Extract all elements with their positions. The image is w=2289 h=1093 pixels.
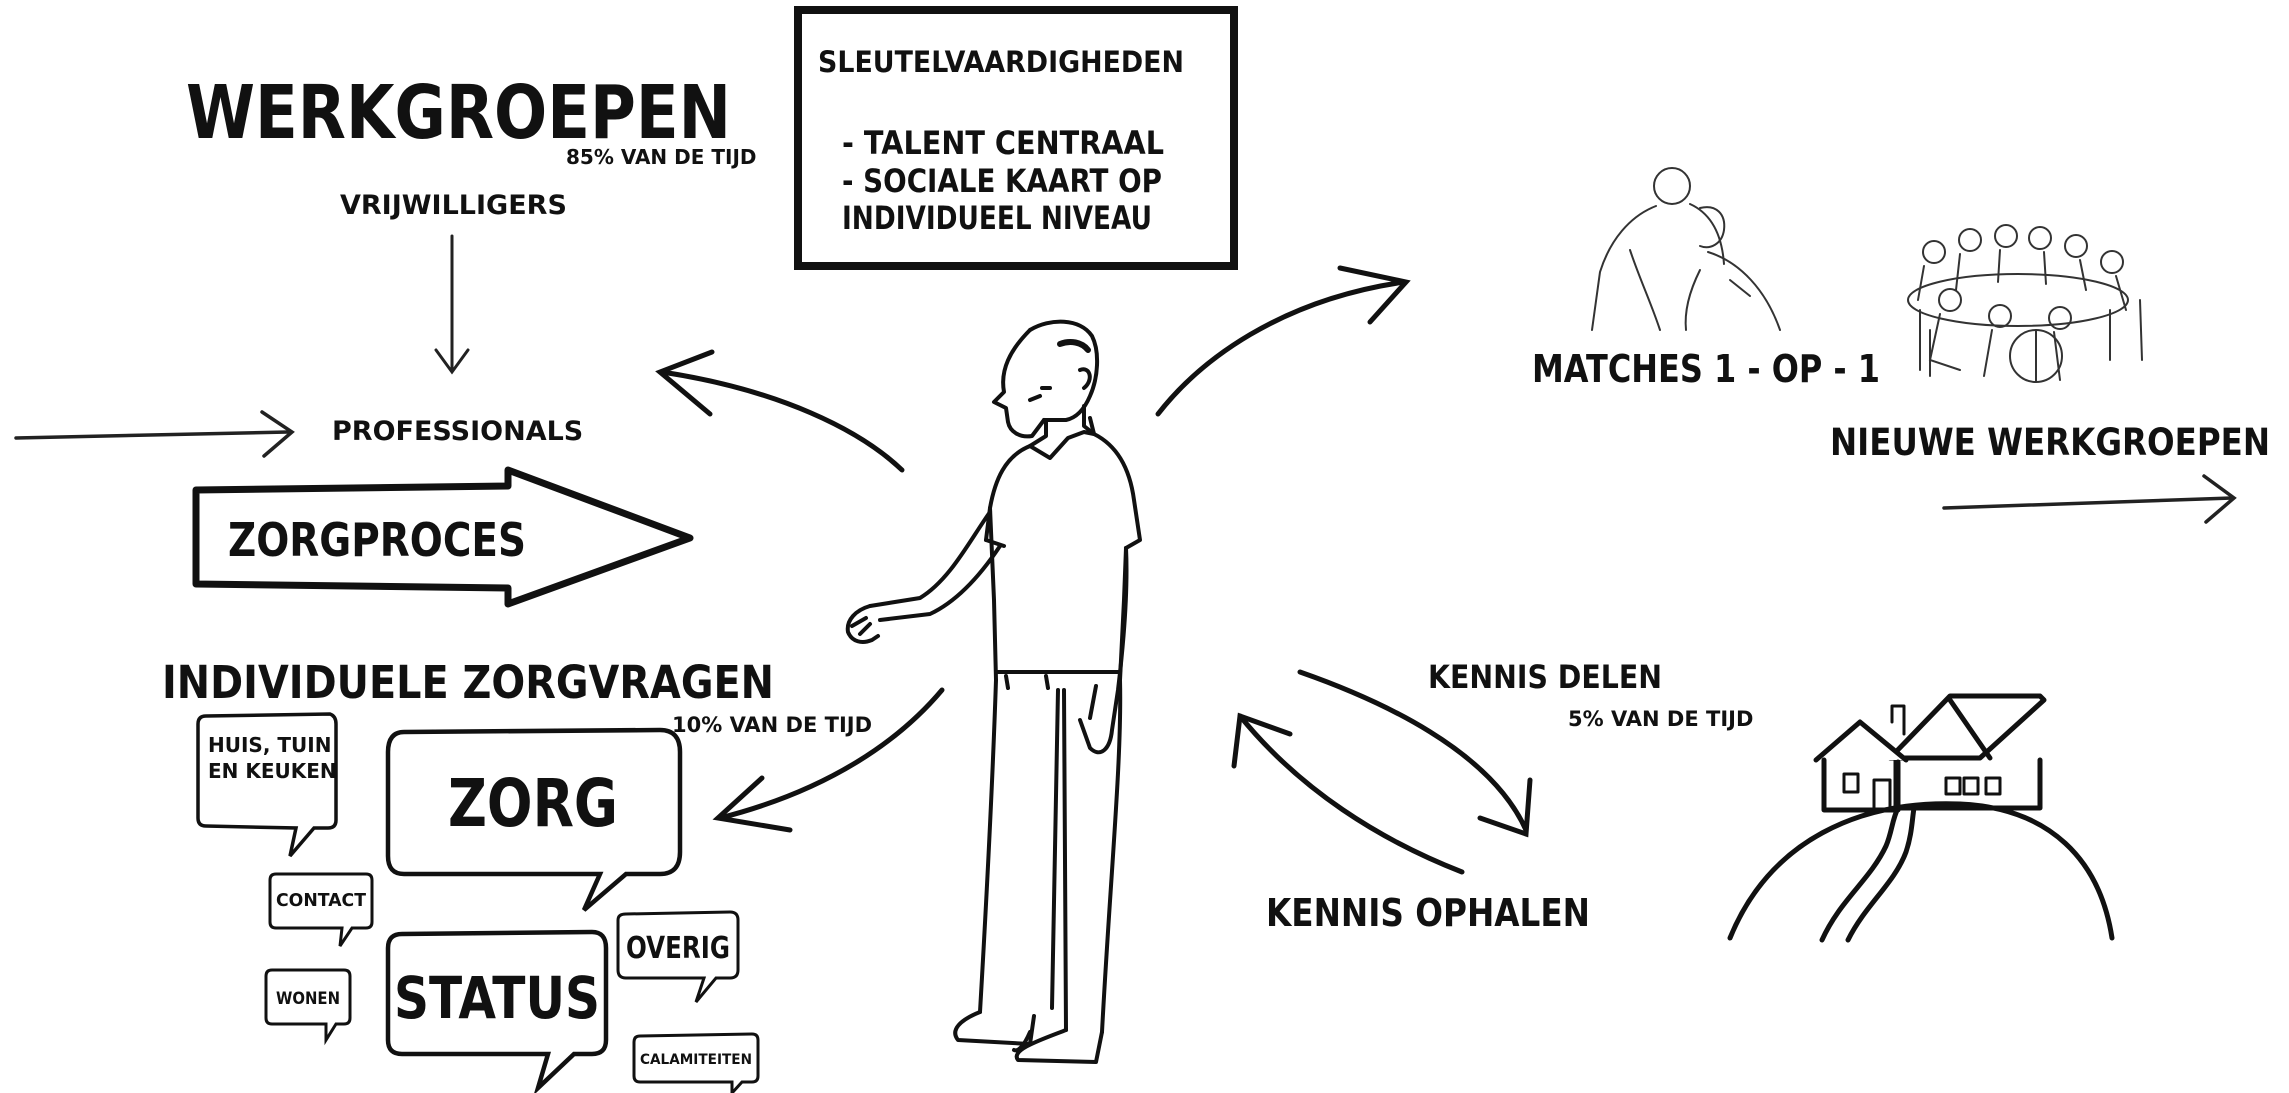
incoming-arrow <box>14 410 295 458</box>
bubble-huis <box>196 712 338 858</box>
arrow-to-werkgroepen <box>655 349 905 473</box>
down-arrow <box>434 234 470 375</box>
bubble-wonen <box>264 968 352 1046</box>
key-skills-line-3: INDIVIDUEEL NIVEAU <box>842 199 1152 237</box>
bubble-zorg <box>385 727 683 912</box>
bubble-overig <box>616 910 740 1003</box>
zorgproces-arrow <box>192 466 694 608</box>
kennis-ophalen-label: KENNIS OPHALEN <box>1266 891 1590 935</box>
key-skills-title: SLEUTELVAARDIGHEDEN <box>818 45 1184 79</box>
arrow-kennis-delen <box>1297 669 1533 838</box>
werkgroepen-time-share: 85% VAN DE TIJD <box>566 145 757 169</box>
arrow-kennis-ophalen <box>1231 712 1465 875</box>
werkgroepen-title: WERKGROEPEN <box>186 70 731 156</box>
bubble-wonen-label: WONEN <box>276 989 340 1009</box>
bubble-huis-label-2: EN KEUKEN <box>208 759 337 783</box>
professionals-label: PROFESSIONALS <box>332 416 583 447</box>
arrow-to-matches <box>1155 265 1411 417</box>
kennis-delen-label: KENNIS DELEN <box>1428 658 1662 696</box>
key-skills-line-2: - SOCIALE KAART OP <box>842 162 1162 200</box>
arrow-to-zorgvragen <box>712 687 945 833</box>
matches-label: MATCHES 1 - OP - 1 <box>1532 347 1880 391</box>
bubble-overig-label: OVERIG <box>626 931 730 966</box>
key-skills-box <box>794 6 1238 270</box>
bubble-calamiteiten-label: CALAMITEITEN <box>640 1052 752 1068</box>
bubble-contact <box>268 872 374 947</box>
bubble-contact-label: CONTACT <box>276 890 367 911</box>
key-skills-line-1: - TALENT CENTRAAL <box>842 124 1164 162</box>
bubble-calamiteiten <box>632 1032 760 1093</box>
outgoing-arrow <box>1942 474 2237 524</box>
bubble-status <box>385 929 609 1093</box>
nieuwe-werkgroepen-label: NIEUWE WERKGROEPEN <box>1830 421 2270 464</box>
bubble-huis-label: HUIS, TUIN <box>208 733 331 757</box>
person-figure <box>845 319 1142 1064</box>
bubble-zorg-label: ZORG <box>448 765 618 842</box>
vrijwilligers-label: VRIJWILLIGERS <box>340 190 567 221</box>
zorgvragen-time-share: 10% VAN DE TIJD <box>672 713 872 737</box>
houses-on-hill-sketch <box>1727 693 2115 943</box>
couple-sketch <box>1591 167 1781 331</box>
kennis-time-share: 5% VAN DE TIJD <box>1568 707 1753 731</box>
group-meeting-sketch <box>1907 224 2143 383</box>
bubble-status-label: STATUS <box>394 964 600 1032</box>
individuele-zorgvragen-title: INDIVIDUELE ZORGVRAGEN <box>162 656 774 709</box>
zorgproces-label: ZORGPROCES <box>228 513 526 567</box>
